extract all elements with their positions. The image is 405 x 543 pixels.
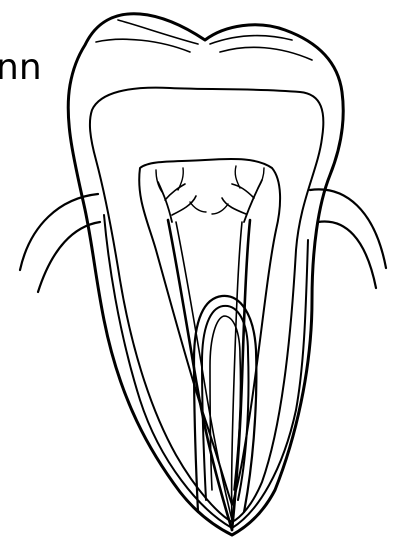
cropped-label: nn <box>0 50 42 86</box>
pulp-nerve-branches <box>156 166 264 222</box>
pulp-chamber <box>139 159 280 505</box>
inner-root-loop <box>194 296 256 512</box>
gum-left <box>20 194 100 292</box>
